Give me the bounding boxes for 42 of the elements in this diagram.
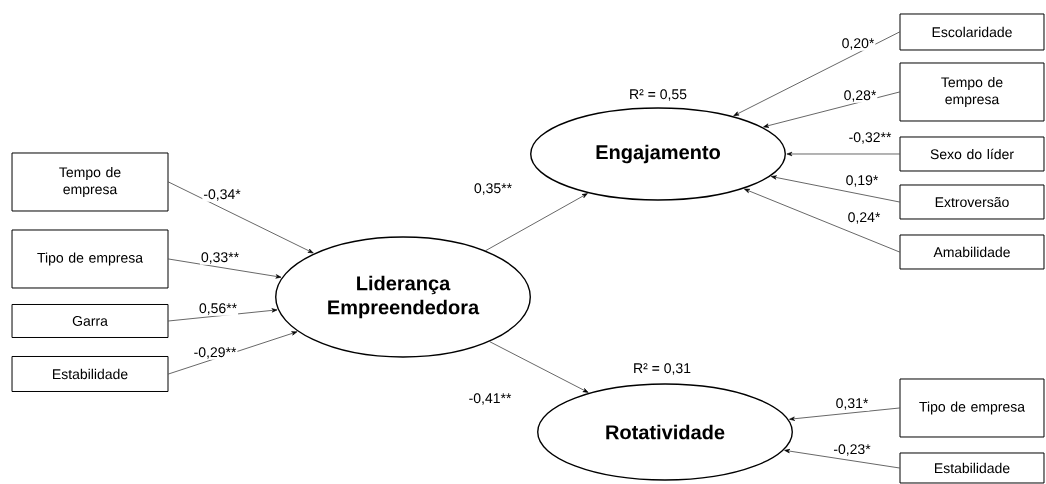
arrow [763, 91, 900, 128]
edge-label: 0,20* [840, 37, 876, 51]
arrow [784, 449, 900, 469]
variable-box: Extroversão [899, 184, 1045, 220]
arrow [786, 151, 900, 157]
ellipse-node: Engajamento [530, 107, 786, 201]
edge-label: -0,34* [202, 188, 242, 202]
variable-box: Garra [11, 304, 169, 338]
arrow [789, 407, 900, 421]
edge-label: 0,35** [472, 182, 514, 196]
variable-box: Tipo de empresa [11, 229, 169, 289]
variable-box: Amabilidade [899, 234, 1045, 270]
arrow [744, 188, 900, 253]
arrow [485, 193, 588, 251]
edge-label: 0,56** [197, 302, 239, 316]
edge-label: 0,24* [846, 211, 882, 225]
arrow [489, 341, 589, 393]
edge-label: -0,23* [832, 443, 872, 457]
edge-label: -0,32** [847, 131, 893, 145]
variable-box: Estabilidade [11, 356, 169, 392]
edge-label: 0,28* [842, 89, 878, 103]
ellipse-node: Liderança Empreendedora [275, 236, 531, 358]
variable-box: Estabilidade [899, 452, 1045, 484]
ellipse-node: Rotatividade [537, 383, 793, 481]
variable-box: Sexo do líder [899, 136, 1045, 172]
arrow [733, 31, 900, 117]
edge-label: 0,33** [199, 251, 241, 265]
edge-label: -0,41** [467, 392, 513, 406]
arrow [168, 308, 278, 322]
variable-box: Tempo de empresa [899, 62, 1045, 122]
edge-label: -0,29** [192, 346, 238, 360]
arrow [770, 175, 900, 203]
r-squared-label: R² = 0,31 [634, 363, 691, 375]
edge-label: 0,31* [834, 397, 870, 411]
arrow [168, 181, 314, 254]
variable-box: Tempo de empresa [11, 152, 169, 212]
arrow [168, 258, 282, 279]
variable-box: Tipo de empresa [899, 378, 1045, 438]
arrow [168, 331, 298, 375]
edge-label: 0,19* [844, 174, 880, 188]
r-squared-label: R² = 0,55 [630, 89, 687, 101]
variable-box: Escolaridade [899, 13, 1045, 51]
